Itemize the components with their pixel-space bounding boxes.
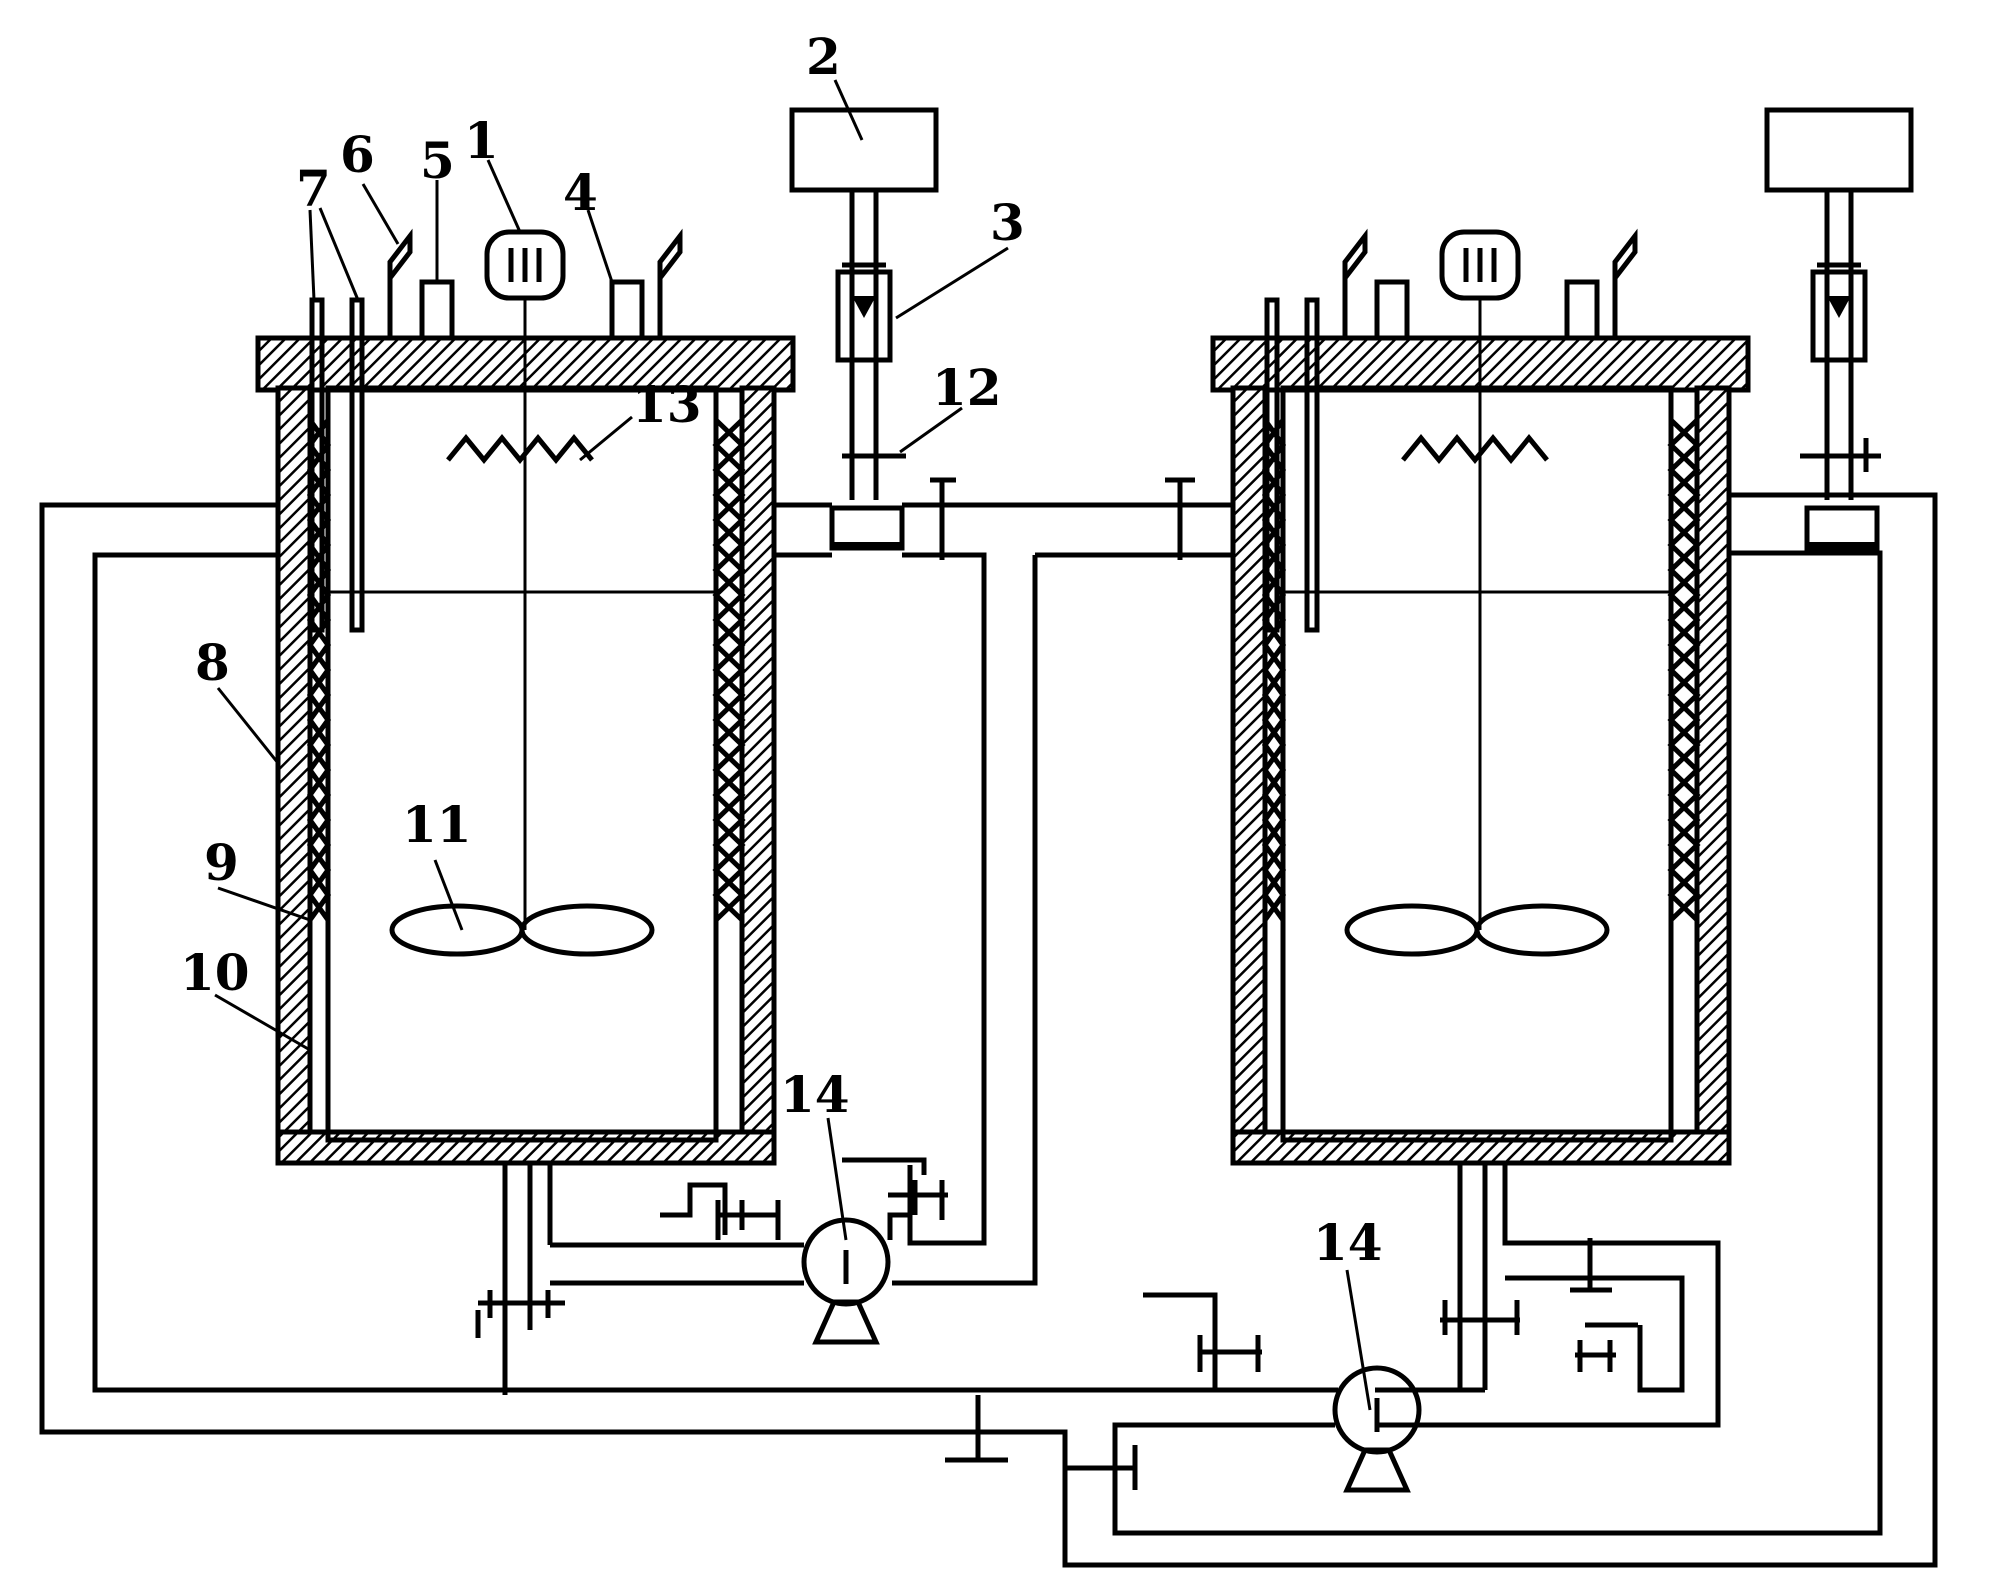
leader-lines: [214, 79, 1372, 1411]
label-5: 5: [420, 131, 455, 190]
label-14-pump-2: 14: [1313, 1213, 1383, 1272]
tank-2: [1213, 232, 1748, 1390]
label-11: 11: [402, 795, 472, 854]
piping: [39, 492, 1938, 1568]
label-12: 12: [932, 358, 1002, 417]
label-7: 7: [296, 159, 331, 218]
tank-1: [258, 232, 793, 1390]
label-6: 6: [340, 125, 375, 184]
label-2: 2: [806, 27, 841, 86]
label-9: 9: [204, 833, 239, 892]
callout-labels: 1 2 3 4 5 6 7 8 9 10 11 12 13 14 14: [180, 27, 1383, 1272]
label-8: 8: [195, 633, 230, 692]
valves: [475, 438, 1869, 1490]
label-14-pump-1: 14: [780, 1065, 850, 1124]
pump-2: [1335, 1368, 1419, 1490]
label-13: 13: [632, 375, 702, 434]
feed-assembly-1: [792, 110, 936, 550]
label-3: 3: [990, 193, 1025, 252]
feed-assembly-2: [1767, 110, 1911, 550]
label-4: 4: [563, 163, 598, 222]
label-1: 1: [464, 111, 499, 170]
label-10: 10: [180, 943, 250, 1002]
